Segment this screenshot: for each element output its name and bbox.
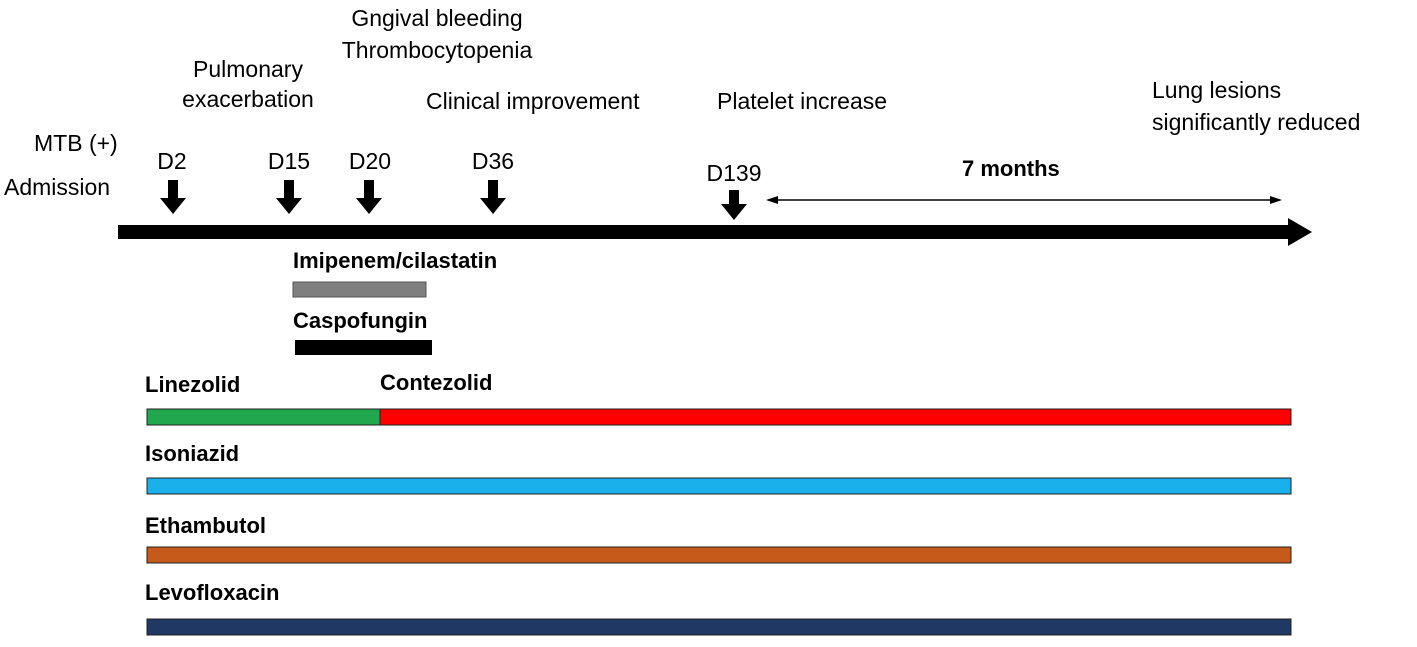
mtb-positive-label: MTB (+) bbox=[34, 130, 118, 156]
label-linezolid: Linezolid bbox=[145, 372, 241, 397]
bar-caspofungin bbox=[295, 340, 432, 355]
day-arrow-d36 bbox=[480, 180, 506, 214]
bar-linezolid bbox=[146, 408, 381, 426]
label-ethambutol: Ethambutol bbox=[145, 513, 266, 538]
duration-label: 7 months bbox=[962, 156, 1060, 181]
label-levofloxacin: Levofloxacin bbox=[145, 580, 280, 605]
label-isoniazid: Isoniazid bbox=[145, 441, 240, 466]
duration-arrow bbox=[766, 196, 1282, 204]
day-label-d2: D2 bbox=[157, 148, 187, 174]
event-platelet-increase: Platelet increase bbox=[717, 88, 888, 114]
day-label-d20: D20 bbox=[348, 148, 392, 174]
timeline-arrowhead bbox=[1288, 218, 1312, 246]
day-arrow-d15 bbox=[276, 180, 302, 214]
day-arrow-d2 bbox=[160, 180, 186, 214]
day-label-d15: D15 bbox=[267, 148, 311, 174]
bar-imipenem-cilastatin bbox=[292, 281, 427, 298]
timeline-axis bbox=[118, 225, 1290, 239]
bar-isoniazid bbox=[146, 477, 1292, 495]
label-imipenem-cilastatin: Imipenem/cilastatin bbox=[293, 248, 498, 273]
day-arrow-d139 bbox=[721, 190, 747, 220]
label-contezolid: Contezolid bbox=[380, 370, 493, 395]
event-clinical-improvement: Clinical improvement bbox=[426, 88, 640, 114]
day-label-d36: D36 bbox=[471, 148, 515, 174]
bar-ethambutol bbox=[146, 546, 1292, 564]
bar-levofloxacin bbox=[146, 618, 1292, 636]
day-label-d139: D139 bbox=[706, 160, 762, 186]
admission-label: Admission bbox=[4, 174, 111, 200]
label-caspofungin: Caspofungin bbox=[293, 308, 428, 333]
day-arrow-d20 bbox=[356, 180, 382, 214]
bar-contezolid bbox=[379, 408, 1292, 426]
